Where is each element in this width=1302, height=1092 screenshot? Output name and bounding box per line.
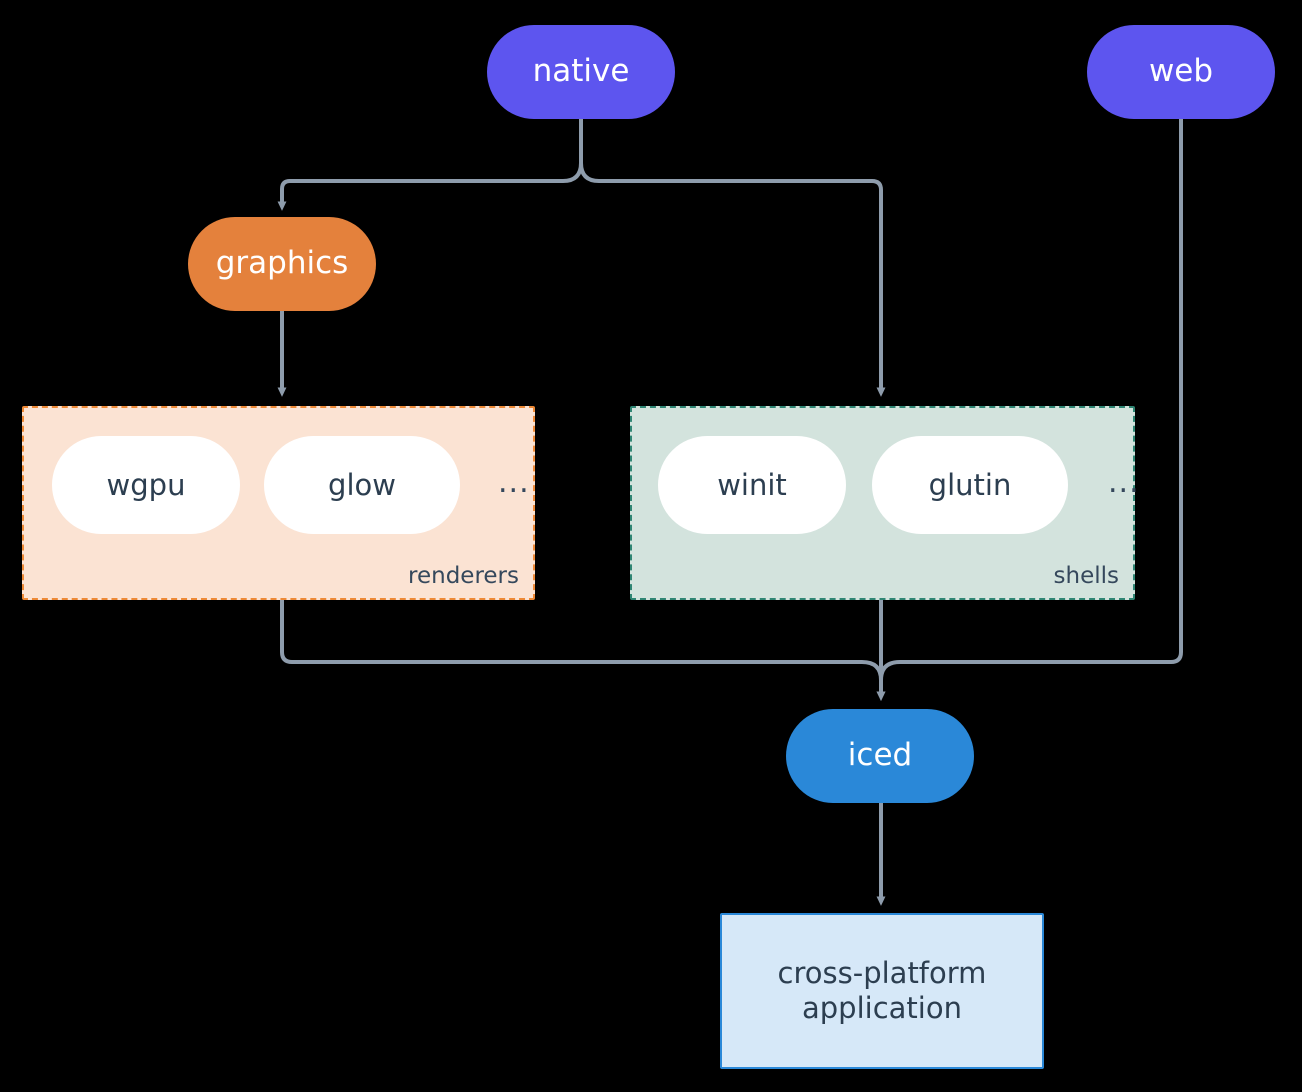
group-renderers-caption: renderers xyxy=(408,563,519,589)
renderers-more-ellipsis: ... xyxy=(498,465,530,500)
node-web-label: web xyxy=(1148,53,1214,90)
chip-wgpu-label: wgpu xyxy=(106,468,186,502)
node-graphics-label: graphics xyxy=(215,245,349,282)
group-shells-caption: shells xyxy=(1053,563,1119,589)
edge-native-shells xyxy=(579,119,886,397)
node-native-label: native xyxy=(532,53,630,90)
node-native[interactable]: native xyxy=(487,25,675,119)
node-web[interactable]: web xyxy=(1087,25,1275,119)
node-graphics[interactable]: graphics xyxy=(188,217,376,311)
group-shells: winit glutin ... shells xyxy=(630,406,1139,600)
edge-renderers-iced xyxy=(280,600,886,701)
chip-winit[interactable]: winit xyxy=(658,436,846,534)
chip-winit-label: winit xyxy=(717,468,787,502)
chip-glutin[interactable]: glutin xyxy=(872,436,1068,534)
chip-glow-label: glow xyxy=(328,468,396,502)
chip-glow[interactable]: glow xyxy=(264,436,460,534)
chip-glutin-label: glutin xyxy=(928,468,1012,502)
node-iced[interactable]: iced xyxy=(786,709,974,803)
node-iced-label: iced xyxy=(847,737,913,774)
chip-wgpu[interactable]: wgpu xyxy=(52,436,240,534)
group-renderers: wgpu glow ... renderers xyxy=(22,406,535,600)
shells-more-ellipsis: ... xyxy=(1108,465,1140,500)
edge-native-trunk xyxy=(277,119,583,211)
node-application-label: cross-platform application xyxy=(777,955,987,1025)
node-cross-platform-application[interactable]: cross-platform application xyxy=(720,913,1044,1069)
